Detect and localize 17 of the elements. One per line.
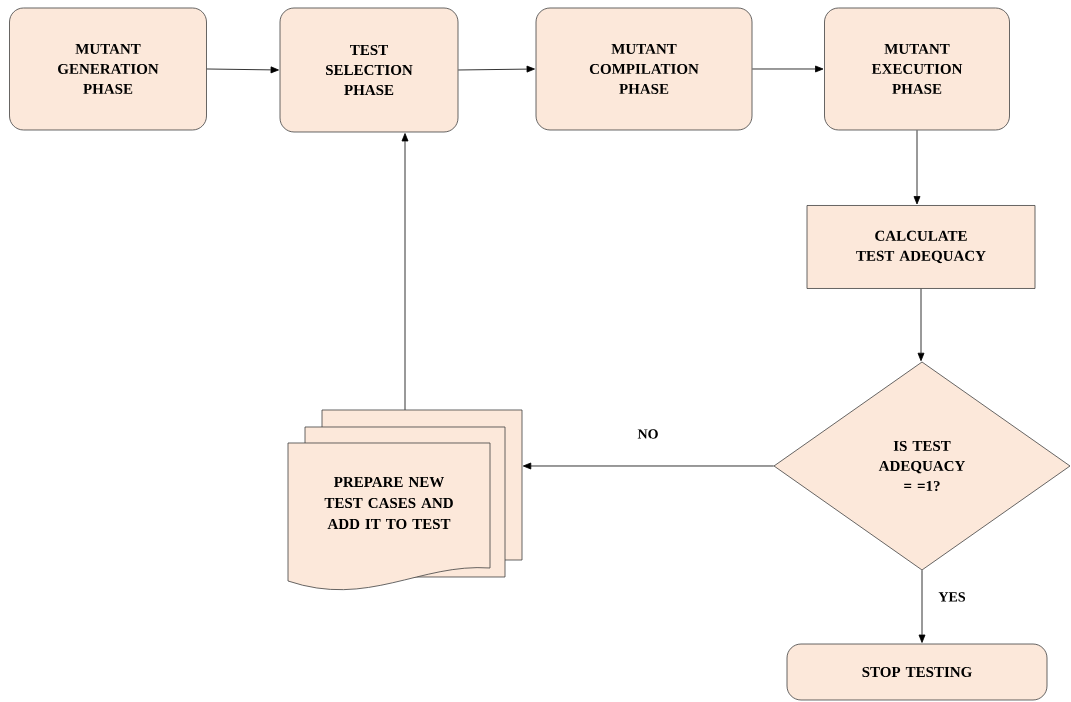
arrow xyxy=(401,133,409,411)
arrow xyxy=(917,288,925,362)
process-box: STOP TESTING xyxy=(786,643,1048,701)
arrow xyxy=(522,462,775,470)
document-stack: PREPARE NEW TEST CASES AND ADD IT TO TEST xyxy=(287,409,523,591)
arrow xyxy=(913,130,921,205)
edge-label: NO xyxy=(636,428,660,440)
edge-label: YES xyxy=(937,591,967,603)
arrow xyxy=(458,65,535,73)
arrow xyxy=(752,65,824,73)
process-box: CALCULATE TEST ADEQUACY xyxy=(806,205,1036,289)
process-box: MUTANT COMPILATION PHASE xyxy=(535,7,753,131)
arrow xyxy=(206,66,279,74)
arrow xyxy=(918,569,926,643)
process-box: MUTANT EXECUTION PHASE xyxy=(824,7,1010,131)
process-box: TEST SELECTION PHASE xyxy=(279,7,459,133)
process-box: MUTANT GENERATION PHASE xyxy=(9,7,207,131)
